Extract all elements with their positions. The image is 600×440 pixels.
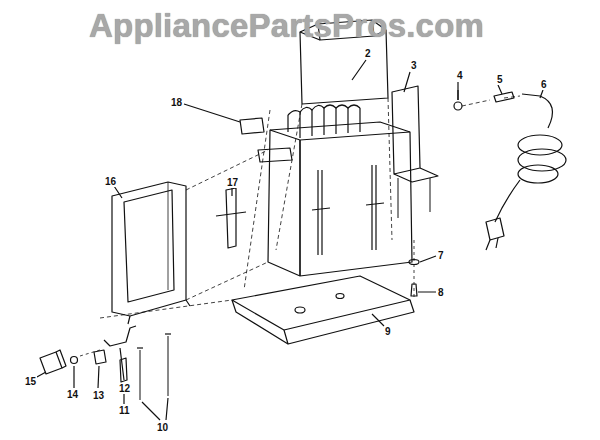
callout-number: 7 bbox=[437, 250, 445, 261]
callout-number: 3 bbox=[410, 60, 418, 71]
callout-number: 13 bbox=[92, 390, 105, 401]
callout-number: 12 bbox=[118, 383, 131, 394]
callout-number: 10 bbox=[156, 422, 169, 433]
callout-number: 11 bbox=[118, 405, 131, 416]
callout-number: 15 bbox=[24, 376, 37, 387]
callout-number: 4 bbox=[456, 70, 464, 81]
callout-number: 9 bbox=[384, 326, 392, 337]
callout-number: 5 bbox=[496, 74, 504, 85]
callout-number: 14 bbox=[66, 389, 79, 400]
callout-number: 8 bbox=[437, 287, 445, 298]
watermark: AppliancePartsPros.com bbox=[88, 8, 485, 44]
callout-number: 16 bbox=[104, 176, 117, 187]
callout-number: 18 bbox=[170, 97, 183, 108]
callout-number: 6 bbox=[540, 79, 548, 90]
callout-number: 2 bbox=[364, 48, 372, 59]
callout-number: 17 bbox=[226, 177, 239, 188]
